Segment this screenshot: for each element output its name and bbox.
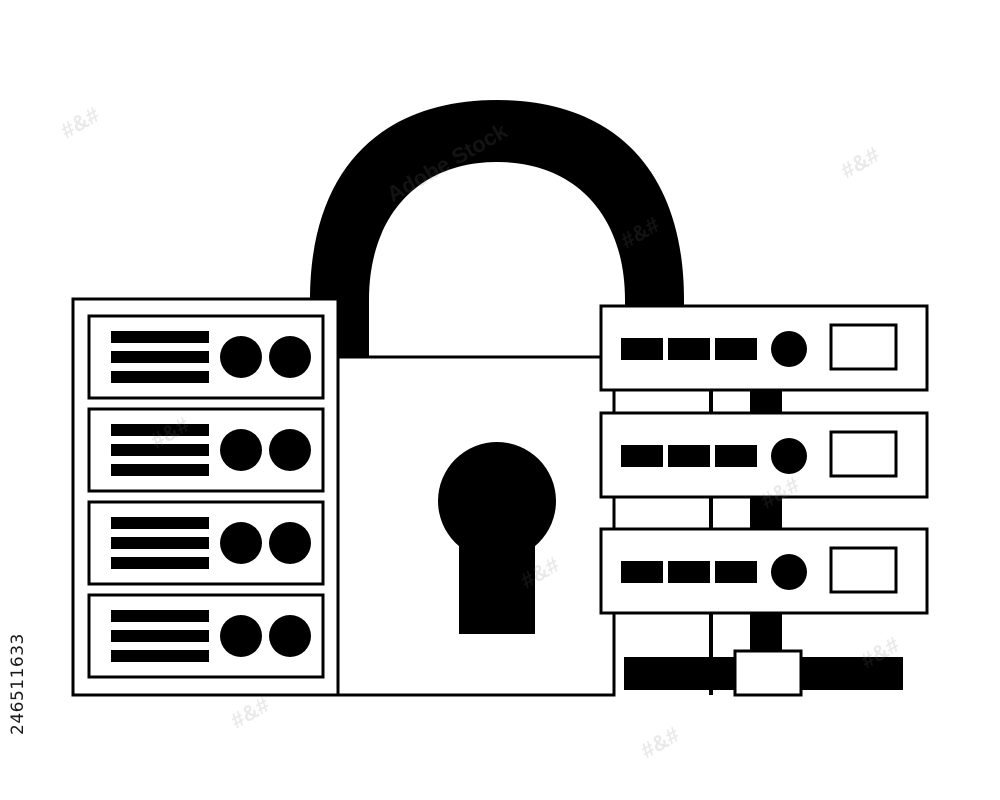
vent-slot [111, 371, 209, 383]
vent-slot [111, 444, 209, 456]
network-server-unit [599, 527, 929, 615]
status-light [220, 615, 262, 657]
display-panel [829, 323, 898, 371]
keyhole-icon [438, 442, 556, 634]
drive-bay [621, 561, 663, 583]
vent-slot [111, 351, 209, 363]
drive-bay [715, 338, 757, 360]
status-light [269, 615, 311, 657]
padlock-shackle [310, 100, 684, 357]
drive-bay [668, 561, 710, 583]
vent-slot [111, 557, 209, 569]
drive-bay [621, 445, 663, 467]
vent-slot [111, 610, 209, 622]
vent-slot [111, 424, 209, 436]
drive-bay [621, 338, 663, 360]
display-panel [829, 430, 898, 478]
network-base-connector [733, 649, 803, 697]
drive-bay [668, 338, 710, 360]
status-light [269, 522, 311, 564]
status-light [220, 522, 262, 564]
server-rack-icon [71, 297, 340, 697]
status-light [220, 429, 262, 471]
server-unit [87, 593, 325, 679]
status-light [220, 336, 262, 378]
padlock-icon [310, 100, 684, 697]
status-light [771, 438, 807, 474]
status-light [771, 331, 807, 367]
server-unit [87, 500, 325, 586]
server-unit [87, 407, 325, 493]
network-server-icon [599, 304, 929, 697]
drive-bay [715, 561, 757, 583]
status-light [269, 336, 311, 378]
network-server-unit [599, 304, 929, 392]
vent-slot [111, 630, 209, 642]
vent-slot [111, 517, 209, 529]
status-light [269, 429, 311, 471]
display-panel [829, 546, 898, 594]
vent-slot [111, 650, 209, 662]
vent-slot [111, 537, 209, 549]
status-light [771, 554, 807, 590]
drive-bay [715, 445, 757, 467]
stock-id-label: 246511633 [8, 633, 28, 735]
vent-slot [111, 464, 209, 476]
drive-bay [668, 445, 710, 467]
server-unit [87, 314, 325, 400]
network-server-unit [599, 411, 929, 499]
vent-slot [111, 331, 209, 343]
